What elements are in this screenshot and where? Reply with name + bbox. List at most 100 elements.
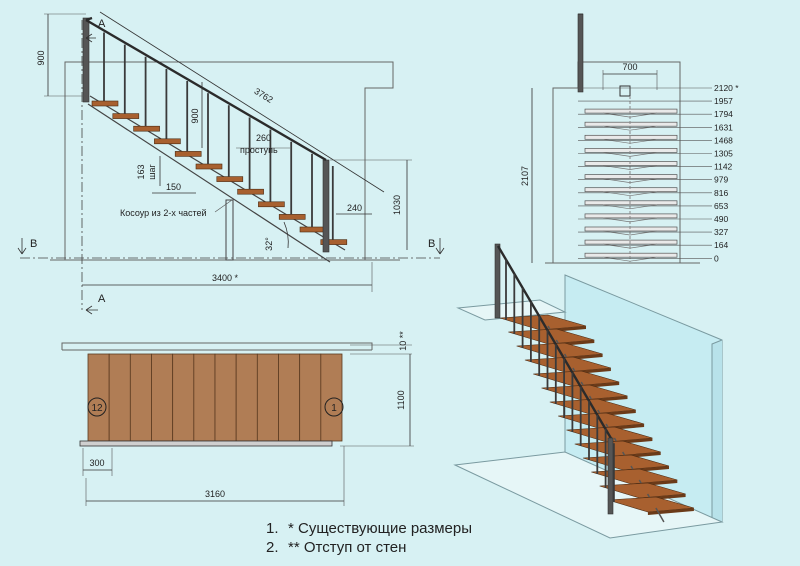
dim-angle: 32°	[264, 237, 274, 251]
dim-total-length: 3400 *	[212, 273, 239, 283]
iso-top-landing	[456, 299, 567, 321]
plan-tread	[214, 353, 237, 442]
arrow-b-left	[17, 238, 27, 255]
dim-tread-depth: 260	[256, 133, 271, 143]
front-level-label: 164	[714, 240, 728, 250]
front-tread	[584, 187, 678, 193]
front-tread	[584, 213, 678, 219]
front-level-label: 327	[714, 227, 728, 237]
arrow-a-top	[85, 33, 96, 43]
bottom-newel-post	[322, 159, 330, 253]
plan-wall-top	[61, 342, 373, 350]
front-level-label: 1468	[714, 135, 733, 145]
step-marker-first	[324, 397, 344, 417]
front-newel-post	[577, 13, 584, 93]
plan-view: 12 1 10 ** 1100 300 3160	[61, 331, 414, 506]
note-2-text: ** Отступ от стен	[288, 539, 406, 556]
arrow-b-right	[435, 238, 445, 255]
dim-handrail-offset: 300	[89, 458, 104, 468]
side-tread	[237, 188, 264, 195]
front-tread	[584, 226, 678, 232]
front-tread	[584, 252, 678, 258]
side-tread	[258, 201, 285, 208]
front-view: 700 2107 2120 * 1957 1794 1631 1468 1305 1142 9…	[520, 13, 739, 264]
front-level-label: 1142	[714, 162, 733, 172]
plan-handrail	[79, 440, 333, 447]
side-view: 900 3762 900 260 проступь 163 шаг 150 Ко…	[17, 11, 445, 315]
front-level-label: 2120 *	[714, 83, 739, 93]
front-level-labels: 2120 *1957179416311468130511429798166534…	[578, 83, 739, 263]
iso-stringer-segment	[655, 507, 665, 523]
plan-tread	[256, 353, 279, 442]
plan-tread	[320, 353, 343, 442]
front-level-label: 1631	[714, 122, 733, 132]
label-tread: проступь	[240, 145, 278, 155]
dim-rail-height: 900	[190, 108, 200, 123]
side-tread	[174, 151, 202, 157]
stringer-top	[89, 95, 346, 251]
iso-floor	[453, 451, 724, 539]
section-marker-b-right: B	[428, 238, 435, 250]
front-tread	[584, 121, 678, 127]
dim-height-post: 900	[36, 50, 46, 65]
step-number-first: 1	[331, 403, 337, 414]
top-support-block	[619, 85, 631, 97]
side-tread	[154, 138, 181, 145]
front-level-label: 0	[714, 253, 719, 263]
step-marker-last	[87, 397, 107, 417]
notes: 1. * Существующие размеры 2. ** Отступ о…	[266, 520, 472, 556]
side-tread	[195, 163, 223, 170]
iso-top-newel	[494, 243, 501, 319]
isometric-view	[453, 243, 724, 539]
side-treads	[91, 100, 348, 245]
side-tread	[112, 113, 140, 119]
plan-tread	[87, 353, 110, 442]
side-tread	[216, 176, 244, 182]
label-step: шаг	[147, 164, 157, 180]
dim-front-width: 700	[622, 62, 637, 72]
front-steps	[584, 96, 678, 262]
side-tread	[91, 100, 119, 107]
plan-tread	[172, 353, 195, 442]
plan-tread	[278, 353, 301, 442]
arrow-a-bottom	[85, 305, 98, 315]
top-newel-post	[82, 17, 90, 103]
plan-tread	[235, 353, 258, 442]
front-level-label: 979	[714, 175, 728, 185]
dim-height-lower: 1030	[392, 195, 402, 215]
handrail-cap	[85, 16, 93, 22]
side-balusters	[103, 32, 334, 240]
support-post	[225, 199, 234, 261]
front-tread	[584, 174, 678, 179]
front-level-label: 1794	[714, 109, 733, 119]
plan-tread	[193, 353, 216, 442]
plan-tread	[151, 353, 174, 442]
dim-total-height: 2107	[520, 166, 530, 186]
plan-tread	[129, 353, 152, 442]
front-level-label: 653	[714, 201, 728, 211]
note-1-text: * Существующие размеры	[288, 520, 472, 537]
side-tread	[320, 239, 348, 245]
section-marker-a-bottom: A	[98, 293, 106, 305]
side-tread	[133, 125, 160, 132]
stringer-bottom	[87, 103, 331, 263]
side-tread	[278, 214, 306, 220]
dim-rail-length: 3762	[252, 86, 274, 105]
dim-plan-width: 1100	[396, 390, 406, 409]
iso-handrail	[496, 245, 614, 441]
side-handrail	[85, 18, 327, 162]
side-tread	[299, 226, 327, 233]
dim-line-rail-length	[99, 11, 385, 193]
dim-wall-offset: 10 **	[398, 331, 408, 351]
front-level-label: 1957	[714, 96, 733, 106]
dim-step: 163	[136, 164, 146, 179]
plan-treads	[87, 353, 343, 442]
dim-plan-length: 3160	[205, 489, 225, 499]
front-level-label: 816	[714, 188, 728, 198]
section-marker-a-top: A	[98, 18, 106, 30]
front-tread	[584, 161, 678, 166]
front-tread	[584, 200, 678, 206]
front-level-label: 1305	[714, 149, 733, 159]
dim-nosing: 150	[166, 182, 181, 192]
